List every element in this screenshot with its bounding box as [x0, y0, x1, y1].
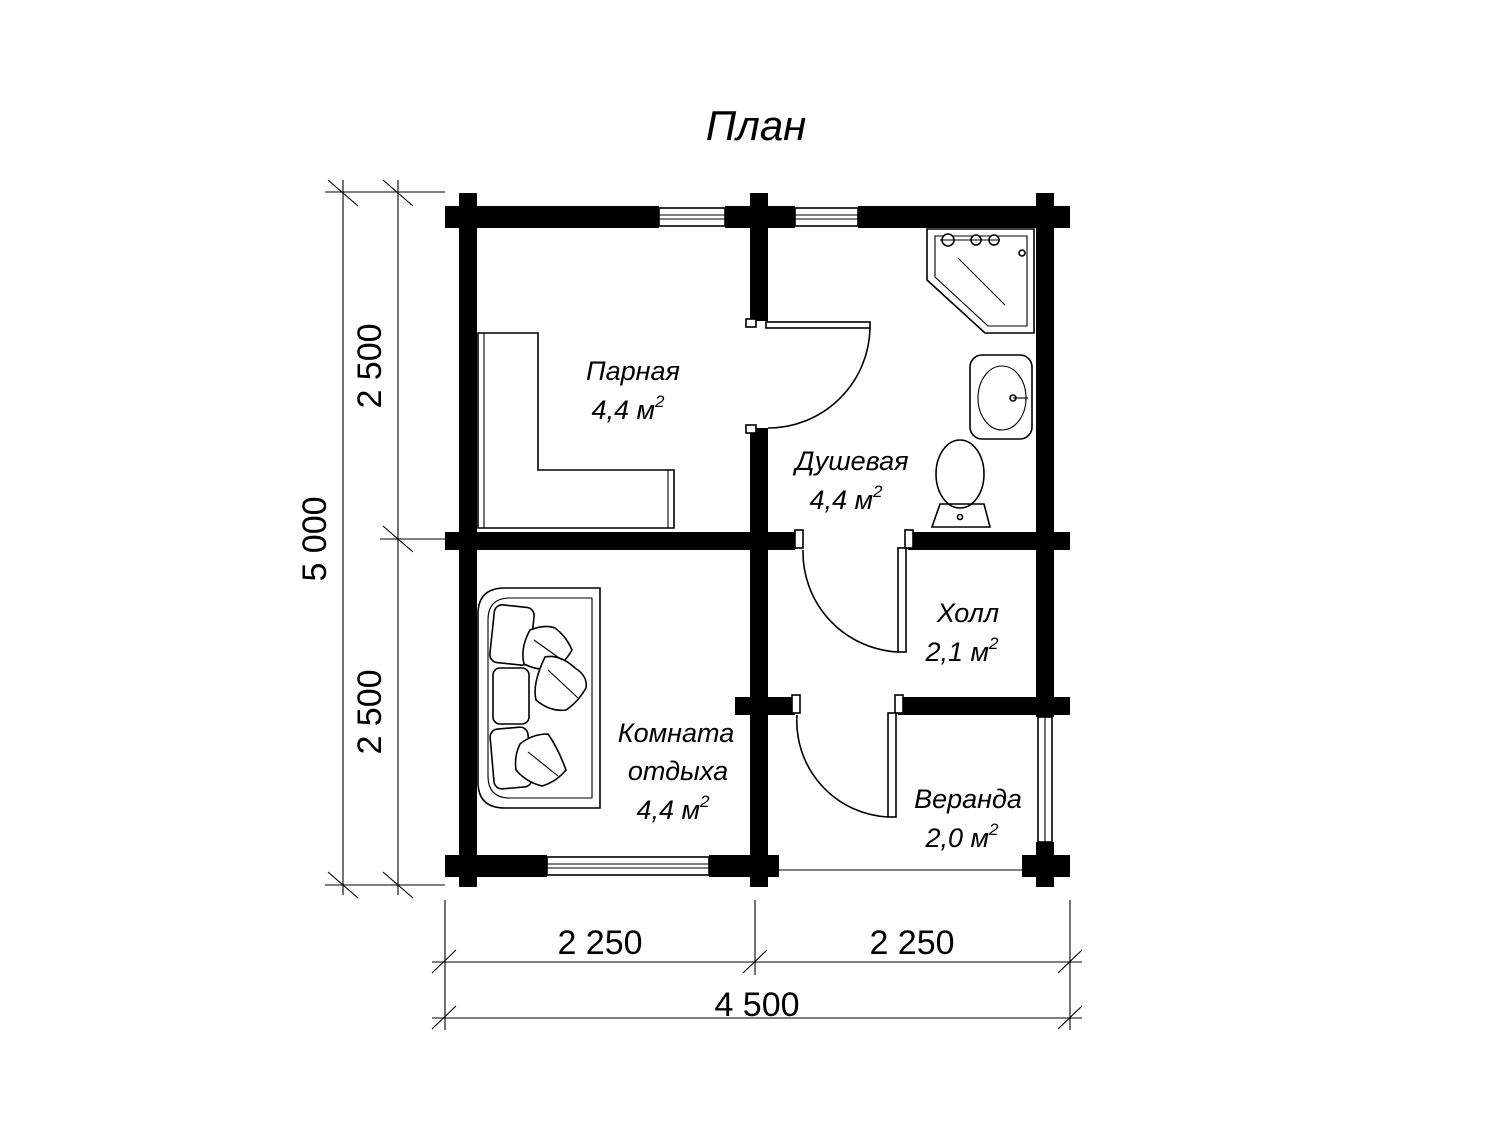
dim-left-upper: 2 500	[351, 323, 389, 408]
dim-bottom-left: 2 250	[557, 924, 642, 962]
room-label-steam: Парная 4,4 м2	[586, 356, 680, 425]
room-area-veranda: 2,0 м2	[924, 820, 999, 853]
room-name-shower: Душевая	[792, 446, 908, 476]
toilet	[930, 439, 992, 528]
dim-left-total: 5 000	[296, 496, 334, 581]
steam-bench	[477, 332, 675, 529]
room-area-shower: 4,4 м2	[809, 482, 883, 515]
sofa	[477, 587, 601, 809]
windows	[546, 207, 1053, 876]
room-label-rest: Комната отдыха 4,4 м2	[618, 718, 735, 825]
room-area-rest: 4,4 м2	[636, 792, 710, 825]
dim-bottom-total: 4 500	[714, 986, 799, 1024]
room-area-hall: 2,1 м2	[924, 634, 999, 667]
room-area-steam: 4,4 м2	[591, 392, 665, 425]
doors	[745, 318, 914, 818]
dimension-lines	[325, 179, 1083, 1030]
walls	[445, 193, 1070, 887]
room-label-hall: Холл 2,1 м2	[924, 598, 999, 667]
room-name-hall: Холл	[936, 598, 999, 628]
room-name-rest-line2: отдыха	[628, 756, 728, 786]
room-label-veranda: Веранда 2,0 м2	[914, 784, 1022, 853]
dim-left-lower: 2 500	[351, 669, 389, 754]
room-name-veranda: Веранда	[914, 784, 1022, 814]
washbasin	[969, 354, 1033, 440]
room-name-steam: Парная	[586, 356, 680, 386]
room-name-rest-line1: Комната	[618, 718, 735, 748]
shower-cabin	[926, 228, 1035, 334]
plan-title: План	[706, 102, 807, 149]
room-label-shower: Душевая 4,4 м2	[792, 446, 908, 515]
dim-bottom-right: 2 250	[869, 924, 954, 962]
